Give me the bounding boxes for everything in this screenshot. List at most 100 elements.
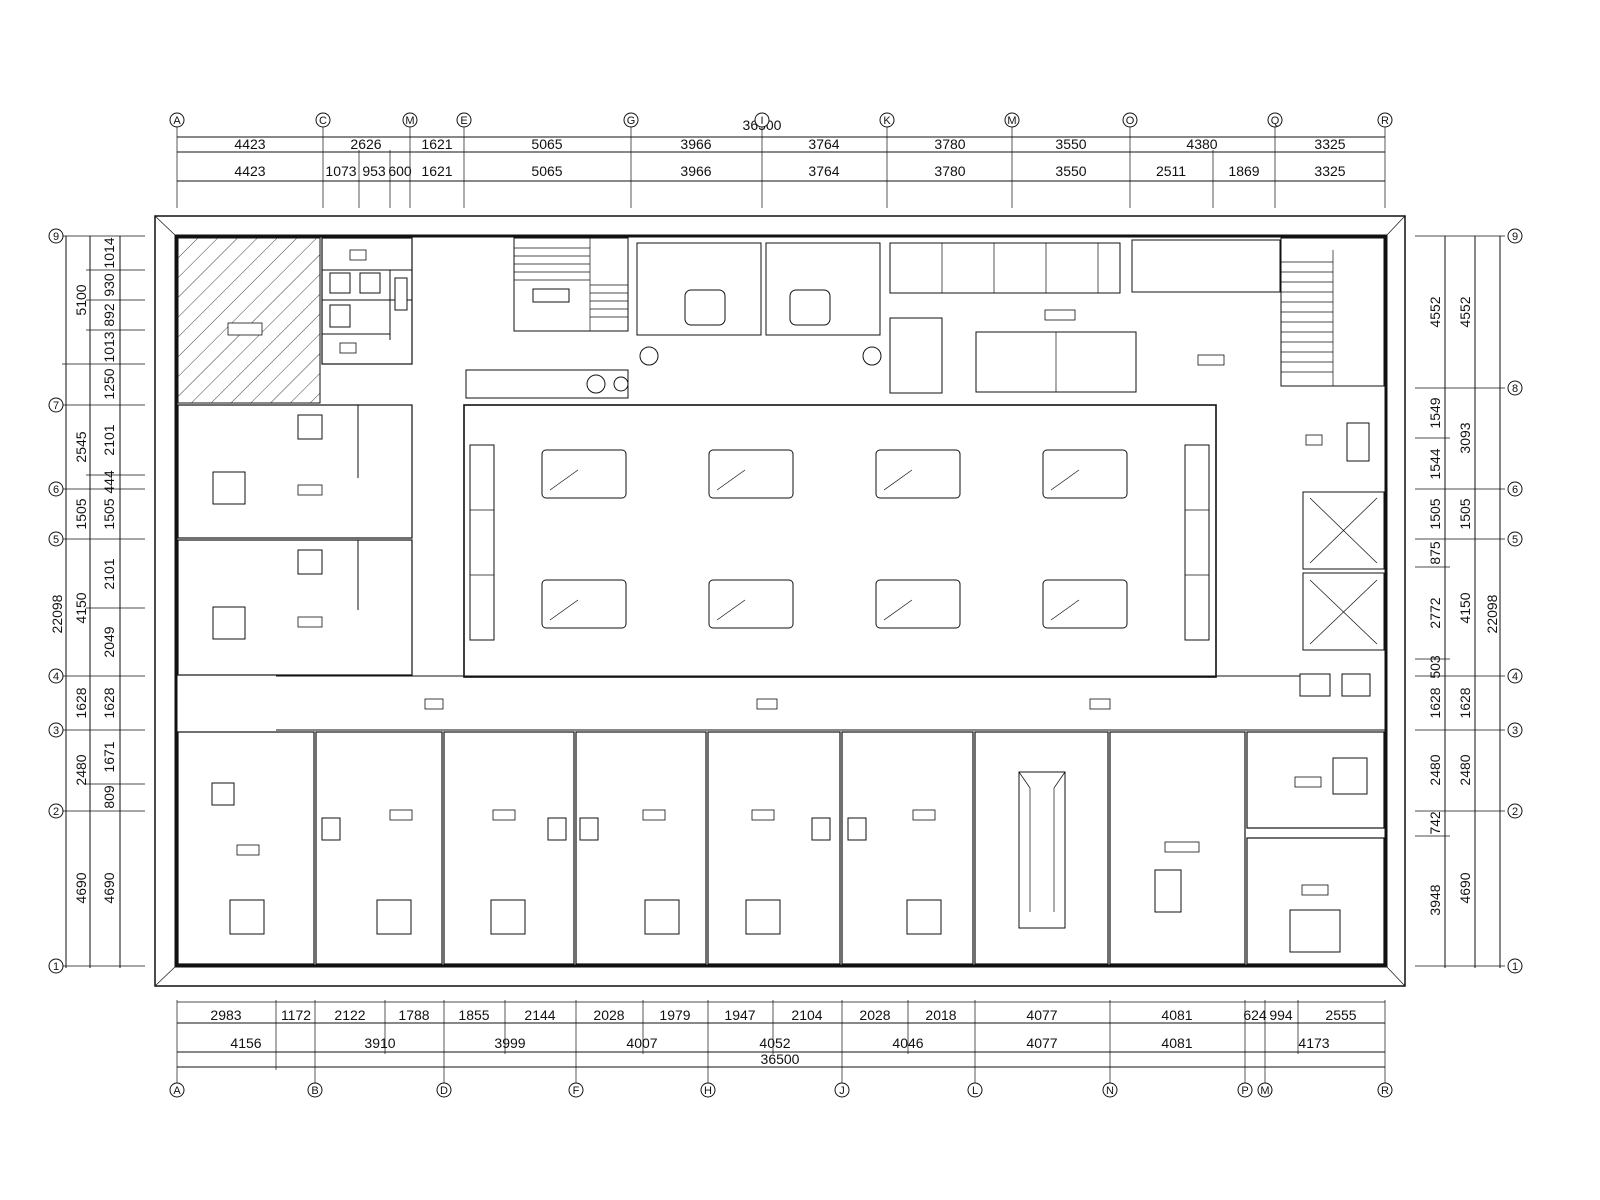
bottom-dim-axis: 4156 xyxy=(230,1035,261,1051)
axis-label: M xyxy=(405,115,414,127)
left-dim-detail: 2101 xyxy=(101,424,117,455)
top-dim-detail: 2511 xyxy=(1156,163,1186,179)
bottom-dim: 2983 xyxy=(210,1007,241,1023)
left-dim: 4150 xyxy=(73,592,89,623)
top-dim-detail: 1621 xyxy=(421,163,452,179)
top-dim: 3550 xyxy=(1055,136,1086,152)
top-dim-detail: 5065 xyxy=(531,163,562,179)
left-dim: 5100 xyxy=(73,284,89,315)
right-dim: 4690 xyxy=(1457,872,1473,903)
sofa-booths xyxy=(889,239,1281,394)
left-dim-detail: 1013 xyxy=(101,331,117,362)
right-dimension-chain: 22098 4552 3093 1505 4150 1628 2480 4690… xyxy=(1415,235,1505,968)
axis-label: C xyxy=(319,115,327,127)
bottom-overall-dimension: 36500 xyxy=(761,1051,800,1067)
axis-label: 2 xyxy=(1512,806,1518,818)
right-overall-dimension: 22098 xyxy=(1484,594,1500,633)
top-dim-detail: 600 xyxy=(388,163,412,179)
axis-label: 4 xyxy=(1512,671,1518,683)
left-overall-dimension: 22098 xyxy=(49,594,65,633)
axis-label: B xyxy=(311,1085,318,1097)
right-dim-detail: 1549 xyxy=(1427,397,1443,428)
bottom-dim: 2555 xyxy=(1325,1007,1356,1023)
room-tag xyxy=(227,322,263,336)
right-dim: 1505 xyxy=(1457,498,1473,529)
axis-label: N xyxy=(1106,1085,1114,1097)
left-dim: 4690 xyxy=(73,872,89,903)
bottom-dim: 4077 xyxy=(1026,1007,1057,1023)
bottom-dim-axis: 4046 xyxy=(892,1035,923,1051)
axis-label: I xyxy=(760,115,763,127)
bottom-dim-axis: 4077 xyxy=(1026,1035,1057,1051)
bottom-dim: 2028 xyxy=(859,1007,890,1023)
top-dim-detail: 1073 xyxy=(325,163,356,179)
axis-label: R xyxy=(1381,115,1389,127)
left-dim-detail: 930 xyxy=(101,273,117,297)
axis-label: O xyxy=(1126,115,1135,127)
left-dim: 2480 xyxy=(73,754,89,785)
axis-label: 6 xyxy=(1512,484,1518,496)
right-dim: 2480 xyxy=(1457,754,1473,785)
left-dim-detail: 2049 xyxy=(101,626,117,657)
left-dim-detail: 1671 xyxy=(101,741,117,772)
right-dim-detail: 1628 xyxy=(1427,687,1443,718)
left-private-rooms xyxy=(177,404,413,676)
top-dim-detail: 3325 xyxy=(1314,163,1345,179)
axis-label: 1 xyxy=(53,961,59,973)
left-dim-detail: 1014 xyxy=(101,237,117,268)
left-axis-markers: 9 7 6 5 4 3 2 1 xyxy=(48,228,64,974)
axis-label: F xyxy=(573,1085,580,1097)
bottom-dim: 1947 xyxy=(724,1007,755,1023)
bottom-dim: 1855 xyxy=(458,1007,489,1023)
right-dim-detail: 875 xyxy=(1427,541,1443,565)
axis-label: H xyxy=(704,1085,712,1097)
bottom-dim: 4081 xyxy=(1161,1007,1192,1023)
axis-label: 3 xyxy=(53,725,59,737)
meeting-room xyxy=(974,731,1109,965)
left-dim-detail: 2101 xyxy=(101,558,117,589)
right-dim-detail: 742 xyxy=(1427,811,1443,835)
offices xyxy=(1109,673,1385,965)
axis-label: 4 xyxy=(53,671,59,683)
top-dim-detail: 3966 xyxy=(680,163,711,179)
axis-label: R xyxy=(1381,1085,1389,1097)
bottom-dimension-chain: 2983 1172 2122 1788 1855 2144 2028 1979 … xyxy=(176,1000,1386,1090)
bottom-dim: 2028 xyxy=(593,1007,624,1023)
left-dim-detail: 809 xyxy=(101,785,117,809)
axis-label: L xyxy=(972,1085,978,1097)
bottom-dim-axis: 4173 xyxy=(1298,1035,1329,1051)
axis-label: J xyxy=(839,1085,845,1097)
bottom-dim-axis: 4081 xyxy=(1161,1035,1192,1051)
top-dim-detail: 953 xyxy=(362,163,386,179)
right-dim-detail: 4552 xyxy=(1427,296,1443,327)
axis-label: 9 xyxy=(1512,231,1518,243)
top-dim: 2626 xyxy=(350,136,381,152)
top-stair xyxy=(513,237,629,332)
bottom-dim-axis: 3999 xyxy=(494,1035,525,1051)
right-axis-markers: 9 8 6 5 4 3 2 1 xyxy=(1507,228,1523,974)
right-dim-detail: 2772 xyxy=(1427,597,1443,628)
axis-label: 5 xyxy=(1512,534,1518,546)
top-dim: 5065 xyxy=(531,136,562,152)
axis-label: 2 xyxy=(53,806,59,818)
hatched-room xyxy=(177,237,321,404)
bottom-dim: 2122 xyxy=(334,1007,365,1023)
left-dim-detail: 444 xyxy=(101,470,117,494)
bottom-dim: 1979 xyxy=(659,1007,690,1023)
left-dim: 2545 xyxy=(73,431,89,462)
axis-label: 1 xyxy=(1512,961,1518,973)
right-dim: 3093 xyxy=(1457,422,1473,453)
left-dim-detail: 1505 xyxy=(101,498,117,529)
bottom-dim-axis: 4052 xyxy=(759,1035,790,1051)
right-dim: 4552 xyxy=(1457,296,1473,327)
reception xyxy=(1305,422,1370,462)
bottom-axis-markers: A B D F H J L N P M R xyxy=(169,1082,1393,1098)
bottom-private-rooms xyxy=(177,731,974,965)
axis-label: G xyxy=(627,115,636,127)
building-outline xyxy=(154,215,1406,987)
right-dim-detail: 3948 xyxy=(1427,884,1443,915)
axis-label: A xyxy=(173,1085,181,1097)
top-dim-detail: 3550 xyxy=(1055,163,1086,179)
left-dim-detail: 4690 xyxy=(101,872,117,903)
